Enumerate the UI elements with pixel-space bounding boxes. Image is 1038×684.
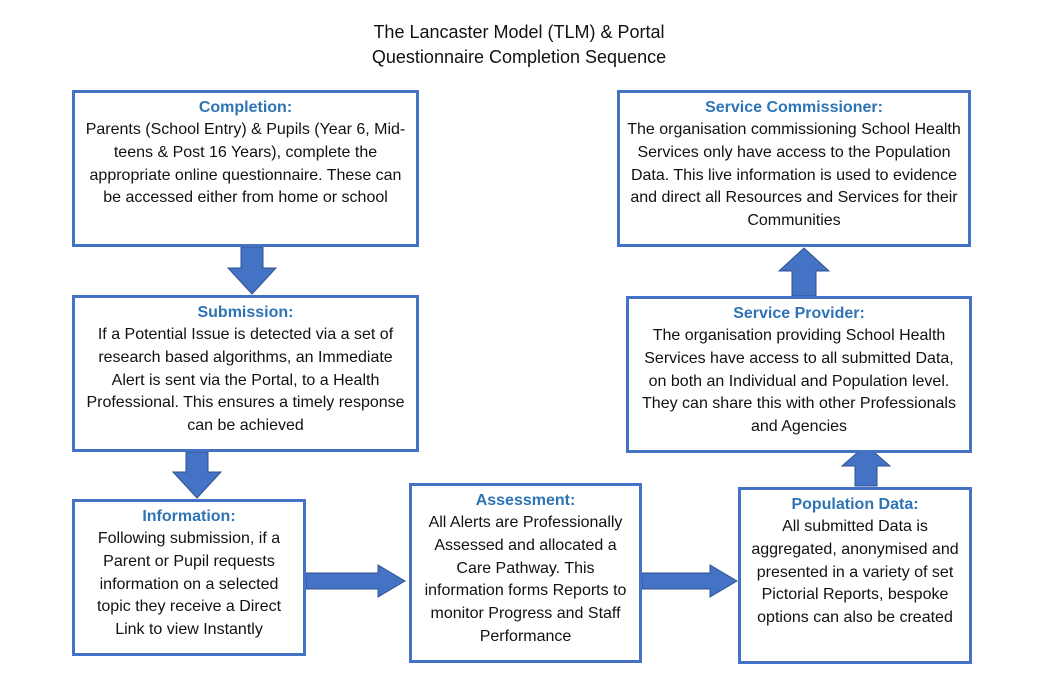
service-commissioner-heading: Service Commissioner:	[705, 99, 883, 116]
information-box: Information: Following submission, if a …	[72, 499, 306, 656]
population-data-heading: Population Data:	[791, 496, 919, 513]
arrow-information-to-assessment	[305, 564, 406, 598]
arrow-assessment-to-population	[641, 564, 738, 598]
completion-box: Completion: Parents (School Entry) & Pup…	[72, 90, 419, 247]
submission-text: If a Potential Issue is detected via a s…	[86, 326, 405, 435]
assessment-text: All Alerts are Professionally Assessed a…	[424, 514, 627, 645]
service-provider-text: The organisation providing School Health…	[642, 327, 956, 436]
diagram-title-line-1: The Lancaster Model (TLM) & Portal	[373, 22, 665, 42]
service-provider-box: Service Provider: The organisation provi…	[626, 296, 972, 453]
arrow-submission-to-information	[171, 451, 223, 499]
submission-box: Submission: If a Potential Issue is dete…	[72, 295, 419, 452]
information-text: Following submission, if a Parent or Pup…	[96, 530, 282, 639]
information-heading: Information:	[142, 508, 236, 525]
population-data-box: Population Data: All submitted Data is a…	[738, 487, 972, 664]
service-commissioner-box: Service Commissioner: The organisation c…	[617, 90, 971, 247]
service-provider-heading: Service Provider:	[733, 305, 865, 322]
arrow-completion-to-submission	[226, 246, 278, 295]
completion-text: Parents (School Entry) & Pupils (Year 6,…	[85, 121, 406, 207]
assessment-box: Assessment: All Alerts are Professionall…	[409, 483, 642, 663]
completion-heading: Completion:	[198, 99, 293, 116]
assessment-heading: Assessment:	[475, 492, 576, 509]
population-data-text: All submitted Data is aggregated, anonym…	[751, 518, 959, 627]
submission-heading: Submission:	[197, 304, 294, 321]
service-commissioner-text: The organisation commissioning School He…	[627, 121, 961, 230]
arrow-provider-to-commissioner	[777, 247, 831, 297]
diagram-title-line-2: Questionnaire Completion Sequence	[371, 47, 667, 67]
arrow-population-to-provider	[840, 444, 892, 487]
